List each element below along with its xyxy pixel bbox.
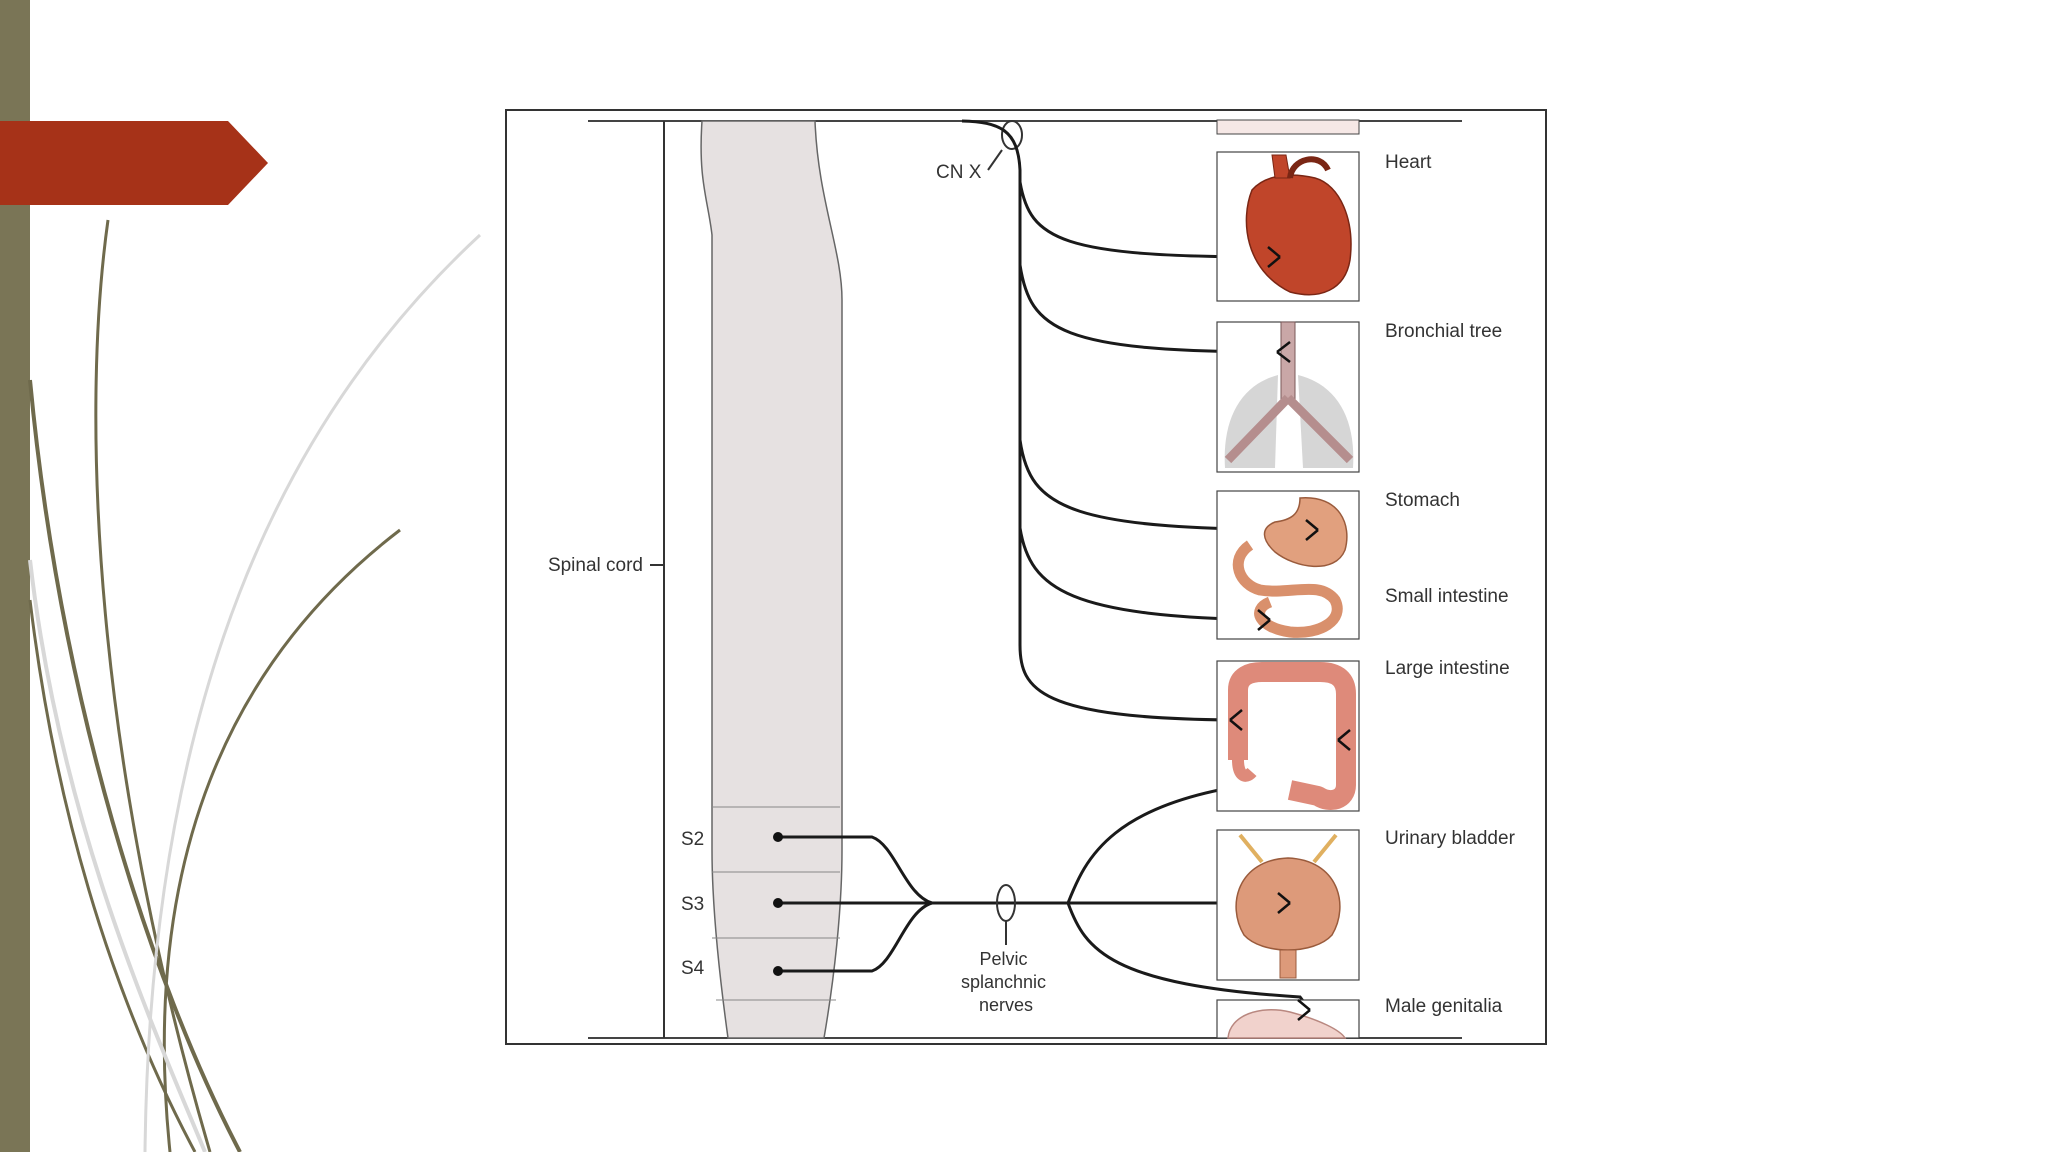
preganglionic-cell-s2 xyxy=(773,832,783,842)
segment-label-s4: S4 xyxy=(681,958,705,979)
figure-frame xyxy=(505,109,1547,1045)
organ-label-stomach: Stomach xyxy=(1385,490,1460,511)
organ-genitalia-panel xyxy=(1216,999,1360,1039)
cn-x-tick xyxy=(987,149,1003,171)
preganglionic-cell-s3 xyxy=(773,898,783,908)
vagus-nerve-paths xyxy=(961,119,1319,722)
organ-label-heart: Heart xyxy=(1385,152,1432,173)
organ-label-small-intestine: Small intestine xyxy=(1385,586,1509,607)
pelvic-label-line-1: Pelvic xyxy=(979,949,1027,969)
lungs-icon xyxy=(1224,321,1354,468)
organ-heart-panel xyxy=(1216,119,1360,302)
segment-label-s3: S3 xyxy=(681,894,704,915)
title-accent-arrow xyxy=(0,121,268,205)
preganglionic-cell-s4 xyxy=(773,966,783,976)
organ-bladder-panel xyxy=(1216,829,1360,981)
organ-label-urinary-bladder: Urinary bladder xyxy=(1385,828,1516,849)
bladder-synapse xyxy=(1277,892,1291,914)
pelvic-label-line-3: nerves xyxy=(979,995,1033,1015)
genitalia-synapse xyxy=(1297,999,1311,1021)
large-intestine-synapse-upper xyxy=(1229,709,1243,731)
organ-label-male-genitalia: Male genitalia xyxy=(1385,996,1503,1017)
heart-synapse xyxy=(1267,246,1281,268)
spinal-cord-label: Spinal cord xyxy=(548,555,643,576)
stomach-icon xyxy=(1263,497,1348,568)
organ-gi-panel xyxy=(1216,490,1360,640)
organ-large-intestine-panel xyxy=(1216,660,1360,812)
pelvic-splanchnic-label: Pelvic splanchnic nerves xyxy=(961,949,1051,1015)
small-intestine-icon xyxy=(1232,540,1343,638)
stomach-synapse xyxy=(1305,519,1319,541)
small-intestine-synapse xyxy=(1257,609,1271,631)
spinal-cord xyxy=(700,120,843,1039)
segment-label-s2: S2 xyxy=(681,829,704,850)
organ-label-bronchial-tree: Bronchial tree xyxy=(1385,321,1502,342)
vagus-loop xyxy=(1001,120,1023,150)
bronchial-synapse xyxy=(1276,341,1291,363)
genitalia-icon xyxy=(1227,1009,1347,1039)
large-intestine-synapse-lower xyxy=(1337,729,1351,751)
organ-bronchial-panel xyxy=(1216,321,1360,473)
cn-x-label: CN X xyxy=(936,162,982,183)
organ-label-large-intestine: Large intestine xyxy=(1385,658,1510,679)
pelvic-label-line-2: splanchnic xyxy=(961,972,1046,992)
decorative-swooshes xyxy=(28,219,482,1152)
large-intestine-icon xyxy=(1228,662,1356,810)
